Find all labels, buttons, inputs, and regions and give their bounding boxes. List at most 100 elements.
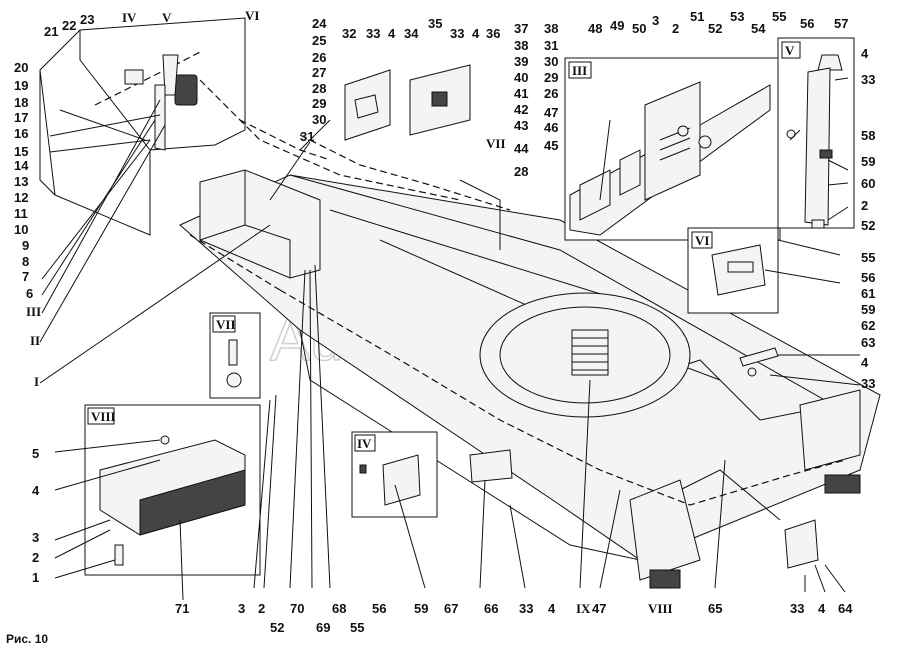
left-column-labels: 20 19 18 17 16 15 14 13 12 11 10 9 8 7 6…: [14, 60, 41, 389]
svg-text:28: 28: [312, 81, 326, 96]
inset-title: V: [785, 43, 795, 58]
inset-title: III: [572, 63, 587, 78]
svg-text:3: 3: [652, 13, 659, 28]
svg-text:35: 35: [428, 16, 442, 31]
label-13: 13: [14, 174, 28, 189]
svg-text:48: 48: [588, 21, 602, 36]
svg-text:43: 43: [514, 118, 528, 133]
svg-text:39: 39: [514, 54, 528, 69]
label-III: III: [26, 304, 41, 319]
svg-text:58: 58: [861, 128, 875, 143]
svg-text:4: 4: [548, 601, 556, 616]
label-6: 6: [26, 286, 33, 301]
svg-text:44: 44: [514, 141, 529, 156]
svg-text:5: 5: [32, 446, 39, 461]
svg-text:31: 31: [300, 129, 314, 144]
svg-text:2: 2: [861, 198, 868, 213]
inset-VI-right: VI: [687, 227, 779, 314]
svg-text:59: 59: [861, 302, 875, 317]
svg-text:52: 52: [861, 218, 875, 233]
figure-caption: Рис. 10: [6, 632, 48, 646]
rear-lamp-left: [649, 569, 681, 589]
label-7: 7: [22, 269, 29, 284]
svg-text:37: 37: [514, 21, 528, 36]
svg-text:4: 4: [818, 601, 826, 616]
svg-text:30: 30: [312, 112, 326, 127]
svg-text:31: 31: [544, 38, 558, 53]
svg-text:38: 38: [514, 38, 528, 53]
svg-text:66: 66: [484, 601, 498, 616]
svg-text:55: 55: [861, 250, 875, 265]
inset-VIII: VIII: [84, 404, 261, 576]
svg-text:38: 38: [544, 21, 558, 36]
svg-text:4: 4: [472, 26, 480, 41]
inset-title: VII: [216, 317, 236, 332]
svg-text:67: 67: [444, 601, 458, 616]
svg-text:33: 33: [366, 26, 380, 41]
svg-text:55: 55: [772, 9, 786, 24]
inset-title: VIII: [91, 409, 116, 424]
svg-text:28: 28: [514, 164, 528, 179]
svg-text:32: 32: [342, 26, 356, 41]
svg-text:V: V: [162, 10, 172, 25]
svg-text:51: 51: [690, 9, 704, 24]
label-14: 14: [14, 158, 29, 173]
inset-title: IV: [357, 436, 372, 451]
svg-text:4: 4: [861, 46, 869, 61]
label-17: 17: [14, 110, 28, 125]
bracket-64: [784, 519, 819, 569]
right-labels: 58 59 60 2 52 55 56 61 59 62 63 4 33: [861, 128, 875, 391]
svg-text:40: 40: [514, 70, 528, 85]
svg-text:50: 50: [632, 21, 646, 36]
svg-text:53: 53: [730, 9, 744, 24]
svg-text:33: 33: [790, 601, 804, 616]
svg-text:54: 54: [751, 21, 766, 36]
svg-text:55: 55: [350, 620, 364, 635]
svg-text:34: 34: [404, 26, 419, 41]
svg-text:49: 49: [610, 18, 624, 33]
svg-text:63: 63: [861, 335, 875, 350]
svg-text:4: 4: [32, 483, 40, 498]
svg-text:56: 56: [861, 270, 875, 285]
svg-text:36: 36: [486, 26, 500, 41]
svg-text:61: 61: [861, 286, 875, 301]
wiring-harness-2: [299, 134, 511, 211]
svg-text:4: 4: [861, 355, 869, 370]
svg-text:26: 26: [312, 50, 326, 65]
svg-text:41: 41: [514, 86, 528, 101]
inset-III: III: [564, 57, 781, 241]
label-12: 12: [14, 190, 28, 205]
svg-text:42: 42: [514, 102, 528, 117]
label-8: 8: [22, 254, 29, 269]
svg-text:65: 65: [708, 601, 722, 616]
svg-text:57: 57: [834, 16, 848, 31]
svg-text:2: 2: [258, 601, 265, 616]
svg-text:VI: VI: [245, 8, 259, 23]
inset-title: VI: [695, 233, 709, 248]
label-19: 19: [14, 78, 28, 93]
svg-text:64: 64: [838, 601, 853, 616]
svg-text:47: 47: [592, 601, 606, 616]
label-16: 16: [14, 126, 28, 141]
rear-lamp-upper: [124, 54, 198, 151]
label-10: 10: [14, 222, 28, 237]
svg-text:56: 56: [372, 601, 386, 616]
svg-text:21: 21: [44, 24, 58, 39]
svg-text:IX: IX: [576, 601, 591, 616]
svg-text:3: 3: [238, 601, 245, 616]
inset-IV-bottom: IV: [351, 431, 438, 518]
svg-text:69: 69: [316, 620, 330, 635]
svg-text:VIII: VIII: [648, 601, 673, 616]
svg-text:2: 2: [32, 550, 39, 565]
svg-text:4: 4: [388, 26, 396, 41]
svg-text:33: 33: [450, 26, 464, 41]
svg-text:70: 70: [290, 601, 304, 616]
label-18: 18: [14, 95, 28, 110]
svg-text:33: 33: [861, 72, 875, 87]
svg-text:45: 45: [544, 138, 558, 153]
svg-text:25: 25: [312, 33, 326, 48]
bottom-labels: 5 4 3 2 1 71 3 2 70 69 68 52 56 55 59 67…: [32, 446, 853, 635]
label-20: 20: [14, 60, 28, 75]
svg-text:23: 23: [80, 12, 94, 27]
